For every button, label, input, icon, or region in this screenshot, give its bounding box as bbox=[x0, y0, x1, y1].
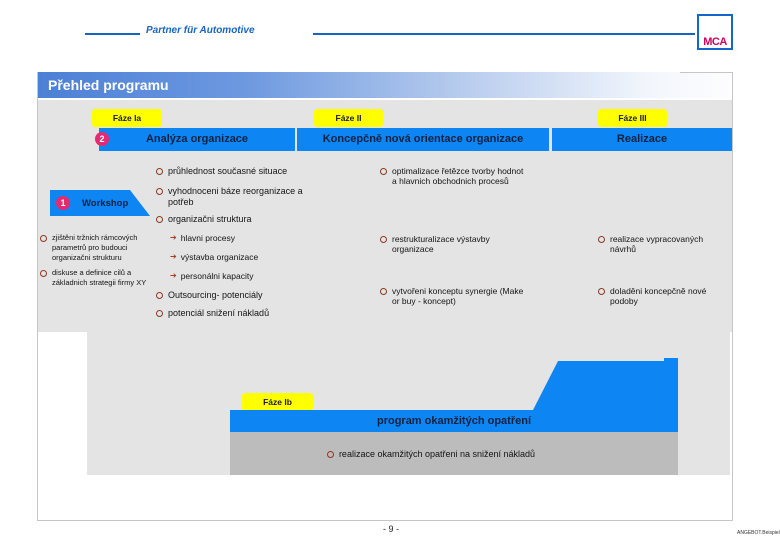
sub-bullet-text: výstavba organizace bbox=[180, 252, 259, 262]
process-bar-concept: Koncepčně nová orientace organizace bbox=[297, 128, 549, 151]
bullet-text: vyhodnoceni báze reorganizace a potřeb bbox=[168, 186, 303, 207]
circle-bullet-icon bbox=[156, 168, 163, 175]
page-number: - 9 - bbox=[382, 524, 399, 534]
immediate-measures-detail: realizace okamžitých opatřeni na snižení… bbox=[230, 432, 678, 475]
bullet-text: diskuse a definice cilů a základnich str… bbox=[52, 268, 147, 287]
page-title: Přehled programu bbox=[48, 77, 169, 93]
circle-bullet-icon bbox=[156, 188, 163, 195]
list-item: diskuse a definice cilů a základnich str… bbox=[40, 268, 162, 288]
circle-bullet-icon bbox=[40, 270, 47, 277]
step-2-badge: 2 bbox=[95, 132, 109, 146]
sub-list-item: ➔ hlavni procesy bbox=[170, 233, 235, 243]
immediate-measures-bar: program okamžitých opatření bbox=[230, 410, 678, 432]
list-item: zjištěni tržnich rámcových parametrů pro… bbox=[40, 233, 162, 262]
bullet-text: průhlednost současné situace bbox=[168, 166, 288, 176]
bullet-text: restrukturalizace výstavby organizace bbox=[392, 234, 490, 255]
phase-tab-ia: Fáze Ia bbox=[92, 109, 162, 127]
mca-logo: MCA bbox=[697, 14, 733, 50]
bullet-text: Outsourcing- potenciály bbox=[168, 290, 263, 300]
list-item: potenciál snižení nákladů bbox=[156, 308, 346, 319]
immediate-measures-rise-shape bbox=[533, 358, 678, 410]
circle-bullet-icon bbox=[326, 451, 334, 458]
brand-text: Partner für Automotive bbox=[146, 25, 255, 36]
list-item: optimalizace řetězce tvorby hodnot a hla… bbox=[380, 166, 528, 186]
workshop-label: Workshop bbox=[82, 197, 129, 209]
circle-bullet-icon bbox=[380, 236, 387, 243]
bullet-text: doladěni koncepčně nové podoby bbox=[610, 286, 707, 307]
step-1-badge: 1 bbox=[56, 196, 70, 210]
circle-bullet-icon bbox=[156, 292, 163, 299]
bullet-text: realizace okamžitých opatřeni na snižení… bbox=[338, 448, 536, 459]
workshop-arrow-shape: 1 Workshop bbox=[50, 190, 150, 216]
bullet-text: vytvořeni konceptu synergie (Make or buy… bbox=[392, 286, 524, 307]
mca-logo-text: MCA bbox=[703, 36, 727, 48]
slide-title-bar: Přehled programu bbox=[38, 72, 731, 98]
list-item: restrukturalizace výstavby organizace bbox=[380, 234, 528, 254]
list-item: vytvořeni konceptu synergie (Make or buy… bbox=[380, 286, 532, 306]
list-item: organizačni struktura bbox=[156, 214, 346, 225]
bullet-text: organizačni struktura bbox=[168, 214, 252, 224]
brand-rule-right bbox=[313, 33, 695, 35]
circle-bullet-icon bbox=[598, 288, 605, 295]
circle-bullet-icon bbox=[598, 236, 605, 243]
arrow-bullet-icon: ➔ bbox=[170, 233, 177, 242]
bullet-text: zjištěni tržnich rámcových parametrů pro… bbox=[52, 233, 138, 262]
process-bar-realization: Realizace bbox=[552, 128, 732, 151]
frame-top-border-segment bbox=[680, 72, 733, 73]
circle-bullet-icon bbox=[380, 168, 387, 175]
circle-bullet-icon bbox=[156, 310, 163, 317]
phase-tab-ib: Fáze Ib bbox=[242, 393, 313, 411]
list-item: realizace vypracovaných návrhů bbox=[598, 234, 724, 254]
circle-bullet-icon bbox=[40, 235, 47, 242]
bullet-text: optimalizace řetězce tvorby hodnot a hla… bbox=[392, 166, 524, 187]
process-bar-analysis: Analýza organizace bbox=[99, 128, 295, 151]
list-item: doladěni koncepčně nové podoby bbox=[598, 286, 724, 306]
sub-list-item: ➔ personálni kapacity bbox=[170, 271, 253, 281]
sub-list-item: ➔ výstavba organizace bbox=[170, 252, 258, 262]
sub-bullet-text: hlavni procesy bbox=[180, 233, 236, 243]
phase-tab-iii: Fáze III bbox=[598, 109, 667, 127]
brand-rule-left bbox=[85, 33, 140, 35]
circle-bullet-icon bbox=[156, 216, 163, 223]
bullet-text: potenciál snižení nákladů bbox=[168, 308, 270, 318]
arrow-bullet-icon: ➔ bbox=[170, 252, 177, 261]
list-item: Outsourcing- potenciály bbox=[156, 290, 346, 301]
list-item: vyhodnoceni báze reorganizace a potřeb bbox=[156, 186, 318, 208]
sub-bullet-text: personálni kapacity bbox=[180, 271, 254, 281]
phase-tab-ii: Fáze II bbox=[314, 109, 383, 127]
bullet-text: realizace vypracovaných návrhů bbox=[610, 234, 704, 255]
list-item: průhlednost současné situace bbox=[156, 166, 346, 177]
arrow-bullet-icon: ➔ bbox=[170, 271, 177, 280]
circle-bullet-icon bbox=[380, 288, 387, 295]
footer-note: ANGEBOT.Beispiel bbox=[737, 530, 780, 536]
